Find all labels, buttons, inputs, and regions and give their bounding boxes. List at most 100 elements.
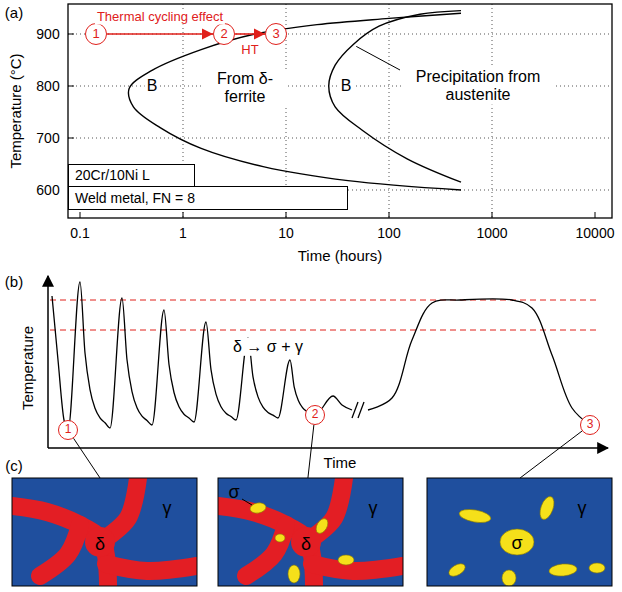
axis-tick xyxy=(183,212,184,218)
callout-text: 2 xyxy=(312,408,319,422)
phase-label: σ xyxy=(511,533,522,554)
axis-tick xyxy=(80,212,81,218)
leader-line xyxy=(356,46,400,70)
ferrite-network xyxy=(246,525,286,576)
axis-title: Time xyxy=(322,454,359,471)
sigma-particle xyxy=(537,495,556,522)
tick-label: 10000 xyxy=(574,225,617,241)
microstructure xyxy=(427,478,612,586)
austenite-matrix xyxy=(218,478,403,586)
leader-line xyxy=(242,499,252,505)
grid-line xyxy=(68,34,612,35)
sigma-particle xyxy=(502,570,516,586)
sigma-particle xyxy=(249,502,266,515)
temperature-curve xyxy=(52,282,352,430)
phase-label: δ xyxy=(95,534,105,555)
tick-label: 0.1 xyxy=(68,225,91,241)
microstructure-panel: σ δ γ xyxy=(218,478,403,586)
sigma-particle xyxy=(275,534,285,542)
leader-line xyxy=(308,425,314,478)
axis-line xyxy=(48,447,608,449)
arrow xyxy=(107,33,213,35)
callout-text: 3 xyxy=(587,418,594,432)
austenite-matrix xyxy=(427,478,612,586)
axis-break xyxy=(358,402,364,418)
tick-label: 700 xyxy=(34,130,61,146)
axis-tick xyxy=(595,212,596,218)
microstructure-panel: γσ xyxy=(427,478,612,586)
arrow xyxy=(235,33,265,35)
panel-frame xyxy=(427,478,612,586)
microstructure xyxy=(12,478,197,586)
curve-label: B xyxy=(339,77,354,95)
alloy-box: 20Cr/10Ni L xyxy=(68,164,195,187)
tick-label: 900 xyxy=(34,26,61,42)
tick-label: 10 xyxy=(276,225,296,241)
callout-number: 3 xyxy=(580,415,600,435)
phase-group xyxy=(218,478,403,586)
edge-label: HT xyxy=(239,43,260,58)
phase-label: γ xyxy=(578,498,587,519)
tick-label: 100 xyxy=(375,225,402,241)
axis-tick xyxy=(492,212,493,218)
leader-line xyxy=(74,438,101,478)
sigma-particle xyxy=(314,517,331,536)
ferrite-network xyxy=(85,527,115,557)
curve-label: B xyxy=(145,77,160,95)
microstructure xyxy=(218,478,403,586)
callout-text: 1 xyxy=(65,423,72,437)
plot-frame xyxy=(68,4,612,218)
panel-frame xyxy=(12,478,197,586)
sigma-particle xyxy=(458,507,492,524)
tick-label: 1000 xyxy=(474,225,509,241)
ttt-diagram xyxy=(68,4,612,218)
axis-title: Temperature (°C) xyxy=(7,51,24,170)
panel-letter: (c) xyxy=(3,457,25,474)
axis-line xyxy=(47,276,49,448)
callout-number: 2 xyxy=(213,23,235,45)
callout-number: 1 xyxy=(85,23,107,45)
callout-text: 1 xyxy=(92,27,99,42)
ferrite-network xyxy=(40,525,80,576)
axis-tick xyxy=(286,212,287,218)
ferrite-network xyxy=(312,564,403,571)
sigma-particle xyxy=(288,565,300,583)
panel-frame xyxy=(218,478,403,586)
region-label: Precipitation from austenite xyxy=(401,68,555,105)
phase-label: γ xyxy=(163,498,172,519)
grid-line xyxy=(389,4,390,218)
microstructure-panel: δγ xyxy=(12,478,197,586)
phase-label: δ xyxy=(301,534,311,555)
sigma-particle xyxy=(549,563,578,577)
axis-break xyxy=(352,402,358,418)
sigma-particle xyxy=(500,529,534,555)
axis-tick xyxy=(68,86,74,87)
reaction-label: δ → σ + γ xyxy=(231,338,305,356)
panel-letter: (b) xyxy=(3,273,25,290)
grid-line xyxy=(68,138,612,139)
dashed-limit xyxy=(50,330,600,331)
region-label: From δ-ferrite xyxy=(203,70,287,107)
sigma-particle xyxy=(447,561,468,579)
axis-tick xyxy=(68,34,74,35)
axis-tick xyxy=(389,212,390,218)
callout-number: 1 xyxy=(58,420,78,440)
grid-line xyxy=(492,4,493,218)
austenite-matrix xyxy=(12,478,197,586)
dashed-limit xyxy=(50,300,600,301)
tick-label: 800 xyxy=(34,78,61,94)
phase-label: γ xyxy=(369,498,378,519)
tick-label: 1 xyxy=(177,225,189,241)
sigma-particle xyxy=(338,555,354,565)
panel-letter: (a) xyxy=(3,4,25,21)
thermal-history-plot xyxy=(48,276,608,448)
phase-label: σ xyxy=(228,482,239,503)
tick-label: 600 xyxy=(34,182,61,198)
axis-title: Temperature xyxy=(19,324,36,412)
edge-label: Thermal cycling effect xyxy=(95,10,225,25)
alloy-box: Weld metal, FN = 8 xyxy=(68,186,348,210)
callout-text: 2 xyxy=(220,27,227,42)
axis-title: Time (hours) xyxy=(296,247,384,264)
phase-group xyxy=(447,495,605,586)
